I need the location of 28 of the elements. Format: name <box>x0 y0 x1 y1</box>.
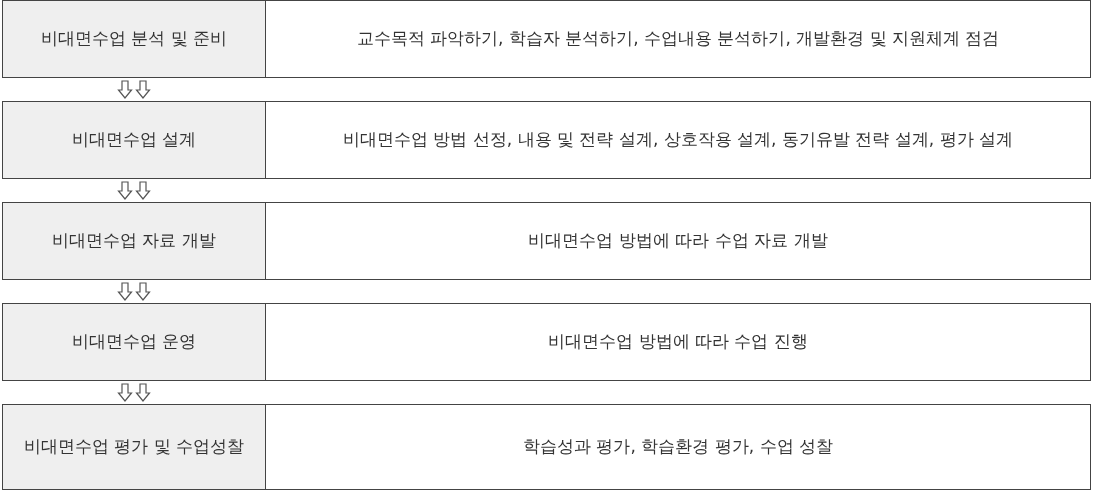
hollow-arrow <box>117 282 133 301</box>
hollow-arrow <box>135 181 151 200</box>
stage-box <box>2 404 266 490</box>
stage-box <box>2 202 266 280</box>
description-box <box>265 101 1091 179</box>
stage-box <box>2 0 266 78</box>
stage-title: 비대면수업 평가 및 수업성찰 <box>23 435 245 459</box>
stage-title: 비대면수업 운영 <box>71 330 197 354</box>
stage-description: 비대면수업 방법 선정, 내용 및 전략 설계, 상호작용 설계, 동기유발 전략 설계, 평가 설계 <box>343 128 1013 152</box>
hollow-arrow <box>135 383 151 402</box>
stage-box <box>2 101 266 179</box>
description-box <box>265 404 1091 490</box>
stage-description: 비대면수업 방법에 따라 수업 자료 개발 <box>528 229 828 253</box>
stage-description: 교수목적 파악하기, 학습자 분석하기, 수업내용 분석하기, 개발환경 및 지원체계 점검 <box>356 27 1000 51</box>
hollow-arrow <box>117 80 133 99</box>
description-box <box>265 0 1091 78</box>
stage-title: 비대면수업 분석 및 준비 <box>40 27 228 51</box>
description-box <box>265 303 1091 381</box>
description-box <box>265 202 1091 280</box>
stage-description: 비대면수업 방법에 따라 수업 진행 <box>548 330 808 354</box>
hollow-arrow <box>117 383 133 402</box>
hollow-arrow <box>135 282 151 301</box>
stage-title: 비대면수업 설계 <box>71 128 197 152</box>
stage-title: 비대면수업 자료 개발 <box>52 229 216 253</box>
hollow-arrow <box>117 181 133 200</box>
stage-box <box>2 303 266 381</box>
hollow-arrow <box>135 80 151 99</box>
stage-description: 학습성과 평가, 학습환경 평가, 수업 성찰 <box>523 435 833 459</box>
